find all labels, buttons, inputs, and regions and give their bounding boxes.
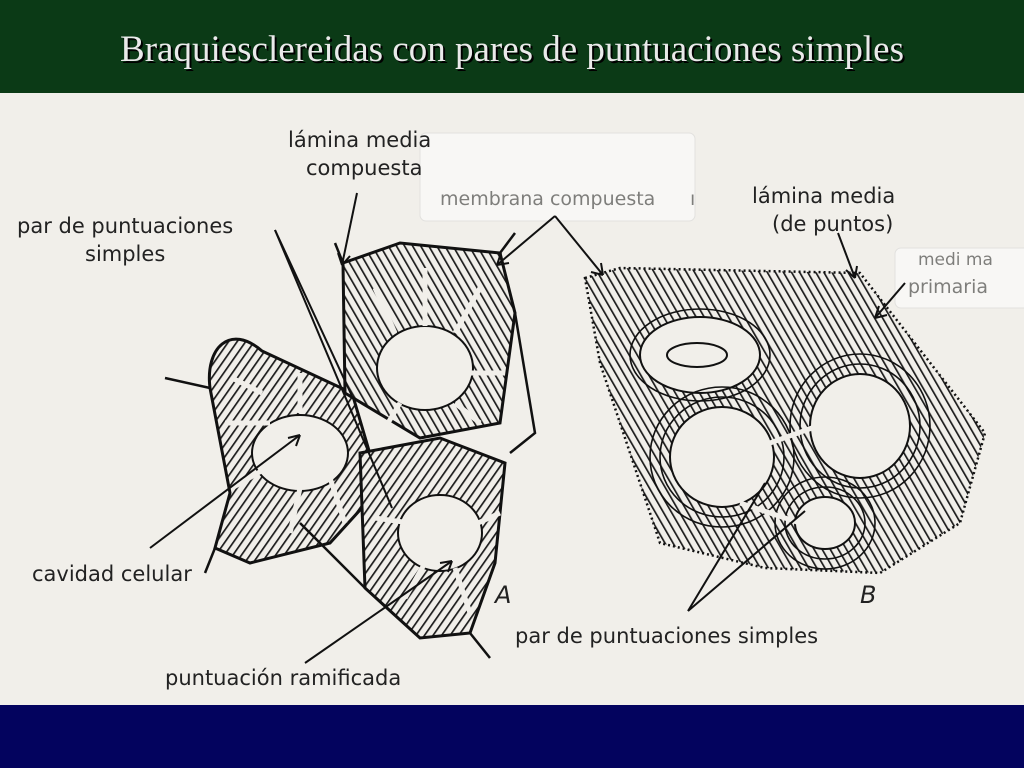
label-puntuacion-ramificada: puntuación ramificada — [165, 666, 401, 690]
fragment-text-mark: ı — [690, 188, 695, 210]
title-bar: Braquiesclereidas con pares de puntuacio… — [0, 0, 1024, 93]
panel-b-label: B — [860, 581, 876, 609]
figure-labels: lámina media compuesta par de puntuacion… — [17, 128, 895, 690]
footer-bar — [0, 705, 1024, 768]
overlay-fragments: membrana compuesta ı medi ma primaria — [419, 132, 1024, 309]
label-cavidad-celular: cavidad celular — [32, 562, 192, 586]
panel-a-drawing: A — [164, 232, 537, 659]
label-lamina-puntos-2: (de puntos) — [772, 212, 893, 236]
panel-a-label: A — [493, 581, 511, 609]
label-lamina-compuesta-1: lámina media — [288, 128, 431, 152]
label-par-puntuaciones-1: par de puntuaciones — [17, 214, 233, 238]
leader-lines — [149, 192, 906, 664]
label-lamina-compuesta-2: compuesta — [306, 156, 422, 180]
label-par-puntuaciones-2: simples — [85, 242, 165, 266]
botanical-figure: membrana compuesta ı medi ma primaria — [0, 93, 1024, 705]
slide-title: Braquiesclereidas con pares de puntuacio… — [120, 29, 904, 70]
fragment-text-right-1: medi ma — [918, 250, 993, 270]
figure-drawing: membrana compuesta ı medi ma primaria — [17, 128, 1024, 690]
fragment-text-right-2: primaria — [908, 276, 988, 298]
fragment-text-middle: membrana compuesta — [440, 188, 655, 210]
panel-b-drawing: B — [583, 266, 987, 609]
label-par-puntuaciones-simples: par de puntuaciones simples — [515, 624, 818, 648]
label-lamina-puntos-1: lámina media — [752, 184, 895, 208]
